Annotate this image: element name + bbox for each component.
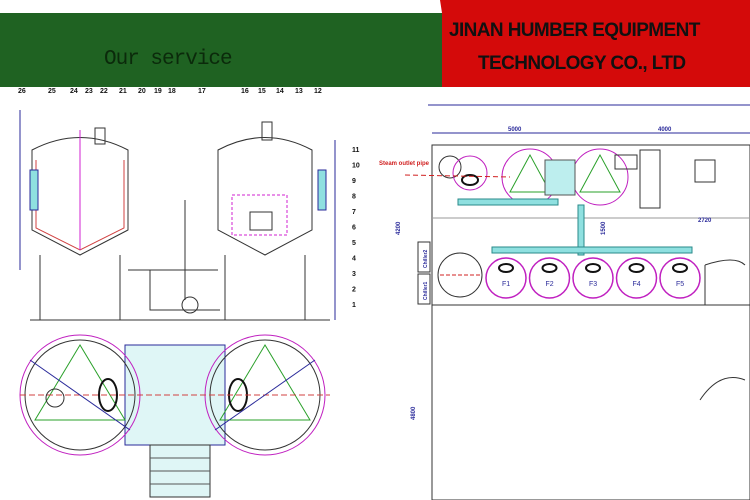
part-label: 23 bbox=[85, 88, 93, 95]
chiller-2: Chiller2 bbox=[423, 249, 429, 268]
part-label: 19 bbox=[154, 88, 162, 95]
part-label: 22 bbox=[100, 88, 108, 95]
part-label: 25 bbox=[48, 88, 56, 95]
fermenter-label: F1 bbox=[502, 281, 510, 288]
section-title: Our service bbox=[104, 48, 233, 71]
elevation-top-labels: 26 25 24 23 22 21 20 19 18 17 16 15 14 13 12 bbox=[18, 88, 322, 95]
banner-red bbox=[440, 0, 750, 87]
fermenter-f4: F4 bbox=[615, 257, 658, 299]
part-label: 1 bbox=[352, 302, 356, 309]
part-label: 18 bbox=[168, 88, 176, 95]
elevation-drawing bbox=[19, 110, 336, 321]
plan-drawing bbox=[19, 334, 330, 498]
part-label: 11 bbox=[352, 147, 360, 154]
part-label: 13 bbox=[295, 88, 303, 95]
fermenter-f3: F3 bbox=[572, 257, 614, 299]
fermenter-label: F4 bbox=[633, 281, 641, 288]
fermenter-f5: F5 bbox=[659, 257, 701, 299]
tank-right bbox=[217, 121, 327, 320]
steam-outlet-label: Steam outlet pipe bbox=[379, 161, 430, 167]
part-label: 21 bbox=[119, 88, 127, 95]
part-label: 15 bbox=[258, 88, 266, 95]
part-label: 4 bbox=[352, 256, 356, 263]
elevation-side-labels: 11 10 9 8 7 6 5 4 3 2 1 bbox=[352, 147, 360, 309]
part-label: 17 bbox=[198, 88, 206, 95]
fermenter-label: F5 bbox=[676, 281, 684, 288]
part-label: 20 bbox=[138, 88, 146, 95]
tank-left bbox=[29, 127, 129, 320]
fermenter-row: F1 F2 F3 F4 F5 bbox=[485, 257, 701, 299]
part-label: 10 bbox=[352, 163, 360, 170]
floor-plan bbox=[404, 104, 750, 500]
dim-2720: 2720 bbox=[698, 218, 712, 224]
fermenter-f2: F2 bbox=[528, 257, 571, 299]
part-label: 12 bbox=[314, 88, 322, 95]
part-label: 6 bbox=[352, 225, 356, 232]
fermenter-label: F2 bbox=[546, 281, 554, 288]
fermenter-label: F3 bbox=[589, 281, 597, 288]
part-label: 9 bbox=[352, 178, 356, 185]
part-label: 14 bbox=[276, 88, 284, 95]
company-name-line1: JINAN HUMBER EQUIPMENT bbox=[449, 20, 700, 41]
part-label: 5 bbox=[352, 240, 356, 247]
dim-4200: 4200 bbox=[396, 221, 402, 235]
part-label: 2 bbox=[352, 287, 356, 294]
company-name-line2: TECHNOLOGY CO., LTD bbox=[478, 53, 686, 74]
dim-1500: 1500 bbox=[601, 221, 607, 235]
part-label: 24 bbox=[70, 88, 78, 95]
part-label: 16 bbox=[241, 88, 249, 95]
dim-4800: 4800 bbox=[411, 406, 417, 420]
part-label: 7 bbox=[352, 209, 356, 216]
dim-4000: 4000 bbox=[658, 127, 672, 133]
fermenter-f1: F1 bbox=[485, 257, 527, 299]
dim-5000: 5000 bbox=[508, 127, 522, 133]
chiller-1: Chiller1 bbox=[423, 281, 429, 300]
part-label: 26 bbox=[18, 88, 26, 95]
part-label: 8 bbox=[352, 194, 356, 201]
banner-green bbox=[0, 13, 442, 87]
part-label: 3 bbox=[352, 271, 356, 278]
